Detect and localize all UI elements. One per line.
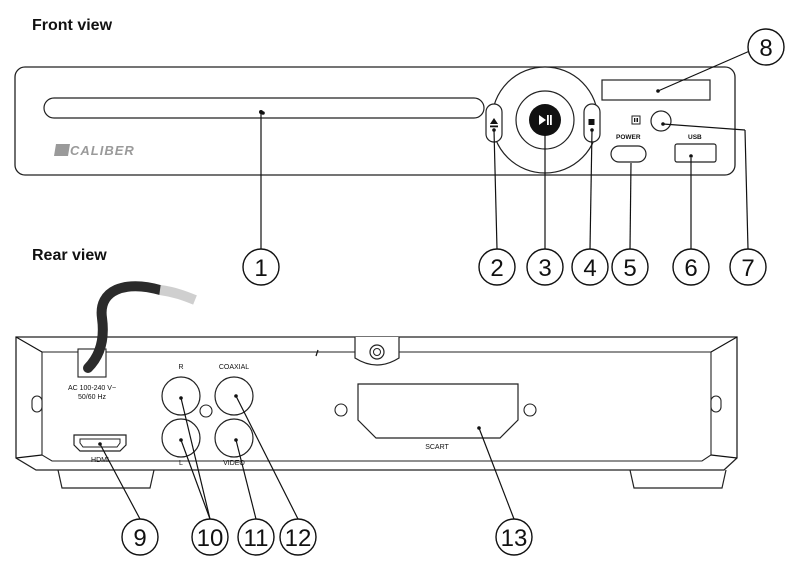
rear-foot-right <box>629 469 727 489</box>
svg-text:7: 7 <box>741 255 754 282</box>
audio-left-jack <box>161 418 201 458</box>
front-callout-lines <box>260 49 753 250</box>
ir-icon <box>631 115 641 125</box>
front-panel: CALIBER POWER USB <box>14 66 736 176</box>
power-cable-fade <box>159 285 197 305</box>
brand-mark-icon <box>54 144 70 156</box>
eject-icon <box>490 118 498 128</box>
coaxial-jack <box>214 376 254 416</box>
callout-5: 5 <box>611 248 649 286</box>
brand-text: CALIBER <box>70 143 135 158</box>
callout-3: 3 <box>526 248 564 286</box>
rear-view-title: Rear view <box>32 247 107 264</box>
scart-screw-left <box>334 403 348 417</box>
rear-callout-lines <box>98 394 515 520</box>
ac-rating-line1: AC 100-240 V~ <box>68 385 116 392</box>
svg-text:5: 5 <box>623 255 636 282</box>
ir-sensor <box>650 110 672 132</box>
play-pause-icon <box>539 115 552 125</box>
side-slot-right <box>710 395 722 413</box>
svg-text:8: 8 <box>759 35 772 62</box>
power-button[interactable] <box>610 145 647 163</box>
svg-text:13: 13 <box>501 525 528 552</box>
callout-4: 4 <box>571 248 609 286</box>
callout-1: 1 <box>242 248 280 286</box>
video-jack <box>214 418 254 458</box>
brand-logo: CALIBER <box>54 143 135 158</box>
svg-text:4: 4 <box>583 255 596 282</box>
power-label: POWER <box>616 134 641 141</box>
scart-label: SCART <box>425 444 449 451</box>
audio-left-label: L <box>179 460 183 467</box>
svg-text:3: 3 <box>538 255 551 282</box>
side-slot-left <box>31 395 43 413</box>
stop-icon <box>588 119 595 125</box>
svg-text:6: 6 <box>684 255 697 282</box>
svg-text:10: 10 <box>197 525 224 552</box>
front-view-title: Front view <box>32 17 113 34</box>
svg-text:2: 2 <box>490 255 503 282</box>
callout-13: 13 <box>495 518 533 556</box>
scart-screw-right <box>523 403 537 417</box>
audio-right-label: R <box>178 364 183 371</box>
hdmi-label: HDMI <box>91 457 109 464</box>
usb-label: USB <box>688 134 702 141</box>
callout-8: 8 <box>747 28 785 66</box>
video-label: VIDEO <box>223 460 245 467</box>
audio-right-jack <box>161 376 201 416</box>
ac-rating-line2: 50/60 Hz <box>78 394 107 401</box>
svg-text:9: 9 <box>133 525 146 552</box>
callout-7: 7 <box>729 248 767 286</box>
power-cable <box>83 281 165 373</box>
callout-9: 9 <box>121 518 159 556</box>
scart-port <box>357 383 519 439</box>
coaxial-label: COAXIAL <box>219 364 249 371</box>
ground-hole <box>199 404 213 418</box>
disc-slot <box>43 97 485 119</box>
callout-6: 6 <box>672 248 710 286</box>
rear-panel: AC 100-240 V~ 50/60 Hz HDMI R L COAXIAL … <box>15 336 738 489</box>
callout-11: 11 <box>237 518 275 556</box>
rear-foot-left <box>57 469 155 489</box>
usb-port <box>674 143 717 163</box>
callout-2: 2 <box>478 248 516 286</box>
svg-text:12: 12 <box>285 525 312 552</box>
callout-12: 12 <box>279 518 317 556</box>
front-display <box>601 79 711 101</box>
svg-text:1: 1 <box>254 255 267 282</box>
svg-text:11: 11 <box>244 525 269 552</box>
callout-10: 10 <box>191 518 229 556</box>
